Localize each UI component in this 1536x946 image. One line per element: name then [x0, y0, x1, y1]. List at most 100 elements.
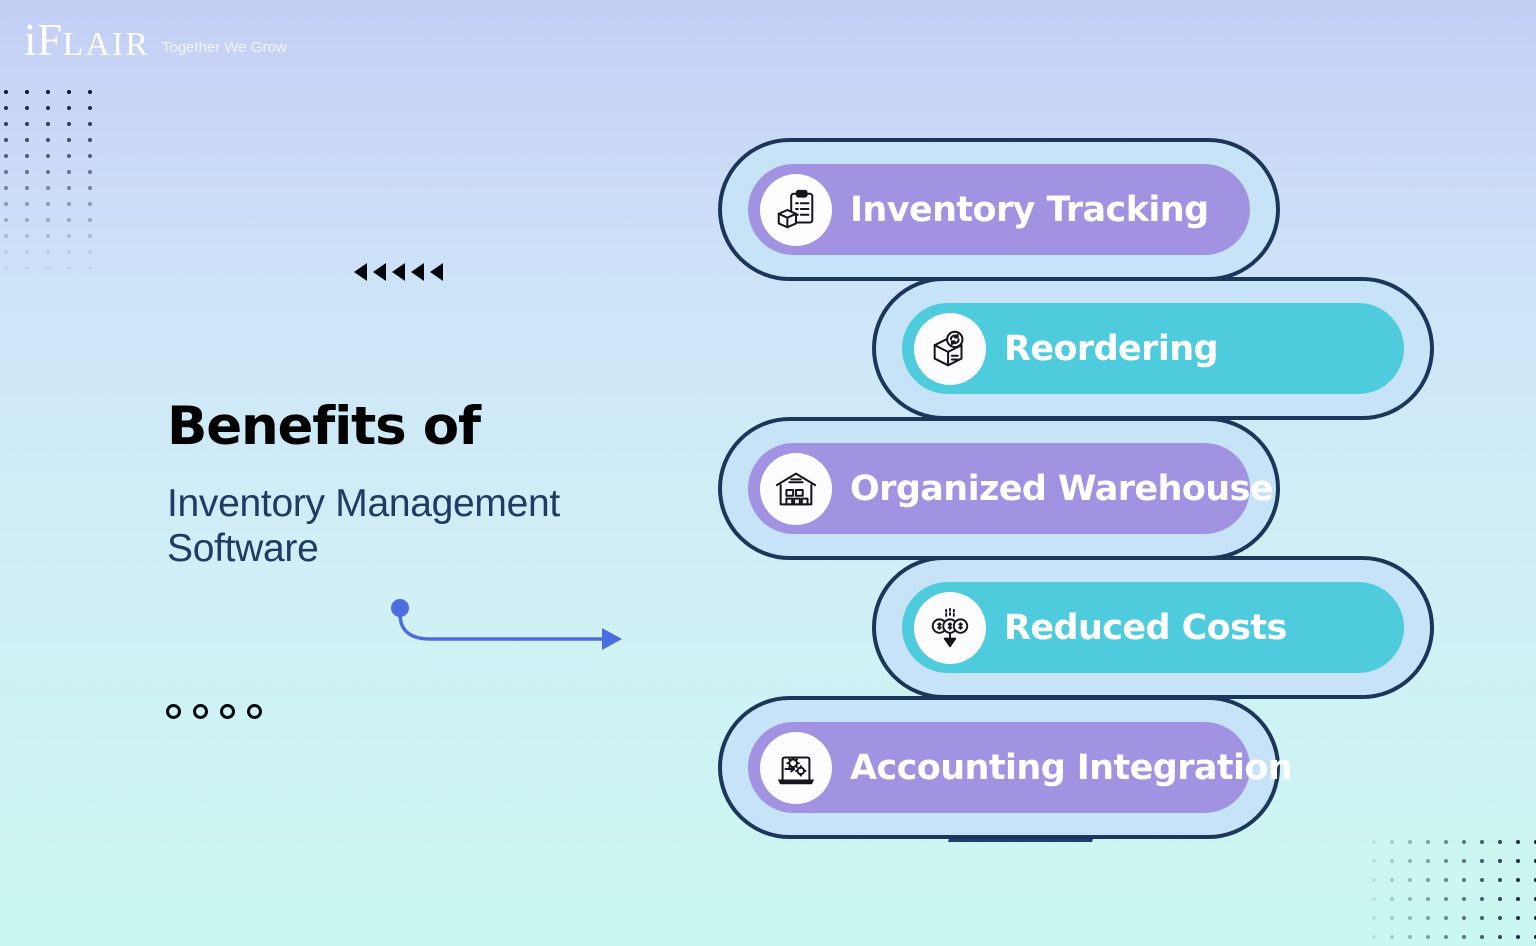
grid-dot [1390, 859, 1394, 863]
grid-dot [1408, 859, 1412, 863]
triangle-icon [373, 263, 386, 281]
grid-dot [88, 90, 92, 94]
grid-dot [88, 138, 92, 142]
grid-dot [1462, 840, 1466, 844]
grid-dot [1516, 897, 1520, 901]
grid-dot [46, 186, 50, 190]
ring-icon [247, 704, 262, 719]
grid-dot [25, 138, 29, 142]
grid-dot [1480, 897, 1484, 901]
grid-dot [1498, 897, 1502, 901]
grid-dot [46, 138, 50, 142]
grid-dot [4, 154, 8, 158]
benefit-item-reduced-costs[interactable]: Reduced Costs [872, 556, 1434, 699]
logo-letter-i: i [24, 15, 38, 65]
grid-dot [88, 250, 92, 254]
triangle-arrows-decoration [354, 263, 443, 281]
grid-dot [4, 90, 8, 94]
grid-dot [88, 186, 92, 190]
triangle-icon [411, 263, 424, 281]
grid-dot [1390, 935, 1394, 939]
triangle-icon [354, 263, 367, 281]
grid-dot [46, 170, 50, 174]
grid-dot [25, 122, 29, 126]
grid-dot [1534, 840, 1536, 844]
grid-dot [1516, 878, 1520, 882]
grid-dot [1426, 878, 1430, 882]
grid-dot [67, 234, 71, 238]
logo-wordmark: iFLAIR [24, 18, 150, 63]
grid-dot [1516, 840, 1520, 844]
grid-dot [1426, 935, 1430, 939]
benefit-label: Reduced Costs [1004, 607, 1287, 648]
logo-letters-lair: LAIR [62, 26, 150, 63]
pill-body: Reordering [902, 303, 1404, 394]
grid-dot [67, 90, 71, 94]
grid-dot [1462, 935, 1466, 939]
triangle-icon [430, 263, 443, 281]
grid-dot [1390, 878, 1394, 882]
grid-dot [4, 138, 8, 142]
grid-dot [1372, 897, 1376, 901]
grid-dot [25, 250, 29, 254]
grid-dot [1444, 916, 1448, 920]
grid-dot [67, 154, 71, 158]
grid-dot [46, 266, 50, 270]
grid-dot [1408, 840, 1412, 844]
grid-dot [46, 202, 50, 206]
benefit-item-organized-warehouse[interactable]: Organized Warehouse [718, 417, 1280, 560]
logo-letter-f: F [37, 15, 63, 65]
grid-dot [67, 106, 71, 110]
grid-dot [1426, 897, 1430, 901]
grid-dot [25, 106, 29, 110]
grid-dot [1462, 878, 1466, 882]
grid-dot [67, 170, 71, 174]
grid-dot [46, 218, 50, 222]
grid-dot [1462, 897, 1466, 901]
grid-dot [1426, 916, 1430, 920]
benefit-item-reordering[interactable]: Reordering [872, 277, 1434, 420]
grid-dot [1462, 859, 1466, 863]
grid-dot [46, 154, 50, 158]
curved-arrow-right-icon [391, 599, 622, 650]
grid-dot [1426, 840, 1430, 844]
grid-dot [1408, 897, 1412, 901]
grid-dot [88, 266, 92, 270]
ring-dots-decoration [166, 704, 262, 719]
grid-dot [1444, 878, 1448, 882]
grid-dot [4, 170, 8, 174]
box-reorder-arrow-icon [914, 312, 986, 385]
benefit-item-accounting-integration[interactable]: Accounting Integration [718, 696, 1293, 839]
laptop-gears-icon [760, 731, 832, 804]
dot-grid-bottom-right [1368, 836, 1536, 946]
benefit-label: Organized Warehouse [850, 468, 1274, 509]
benefit-item-inventory-tracking[interactable]: Inventory Tracking [718, 138, 1280, 281]
grid-dot [1390, 840, 1394, 844]
grid-dot [1480, 935, 1484, 939]
grid-dot [1534, 897, 1536, 901]
grid-dot [1372, 935, 1376, 939]
grid-dot [1516, 916, 1520, 920]
grid-dot [4, 250, 8, 254]
grid-dot [88, 234, 92, 238]
grid-dot [88, 218, 92, 222]
grid-dot [1462, 916, 1466, 920]
ring-icon [220, 704, 235, 719]
grid-dot [1534, 859, 1536, 863]
grid-dot [25, 266, 29, 270]
grid-dot [25, 218, 29, 222]
grid-dot [1444, 859, 1448, 863]
grid-dot [1372, 859, 1376, 863]
grid-dot [1408, 878, 1412, 882]
coins-down-arrow-icon [914, 591, 986, 664]
grid-dot [25, 234, 29, 238]
warehouse-icon [760, 452, 832, 525]
grid-dot [1444, 897, 1448, 901]
grid-dot [1372, 916, 1376, 920]
grid-dot [4, 106, 8, 110]
grid-dot [1444, 935, 1448, 939]
grid-dot [46, 122, 50, 126]
brand-logo: iFLAIR Together We Grow [24, 18, 287, 63]
grid-dot [88, 106, 92, 110]
grid-dot [1498, 916, 1502, 920]
